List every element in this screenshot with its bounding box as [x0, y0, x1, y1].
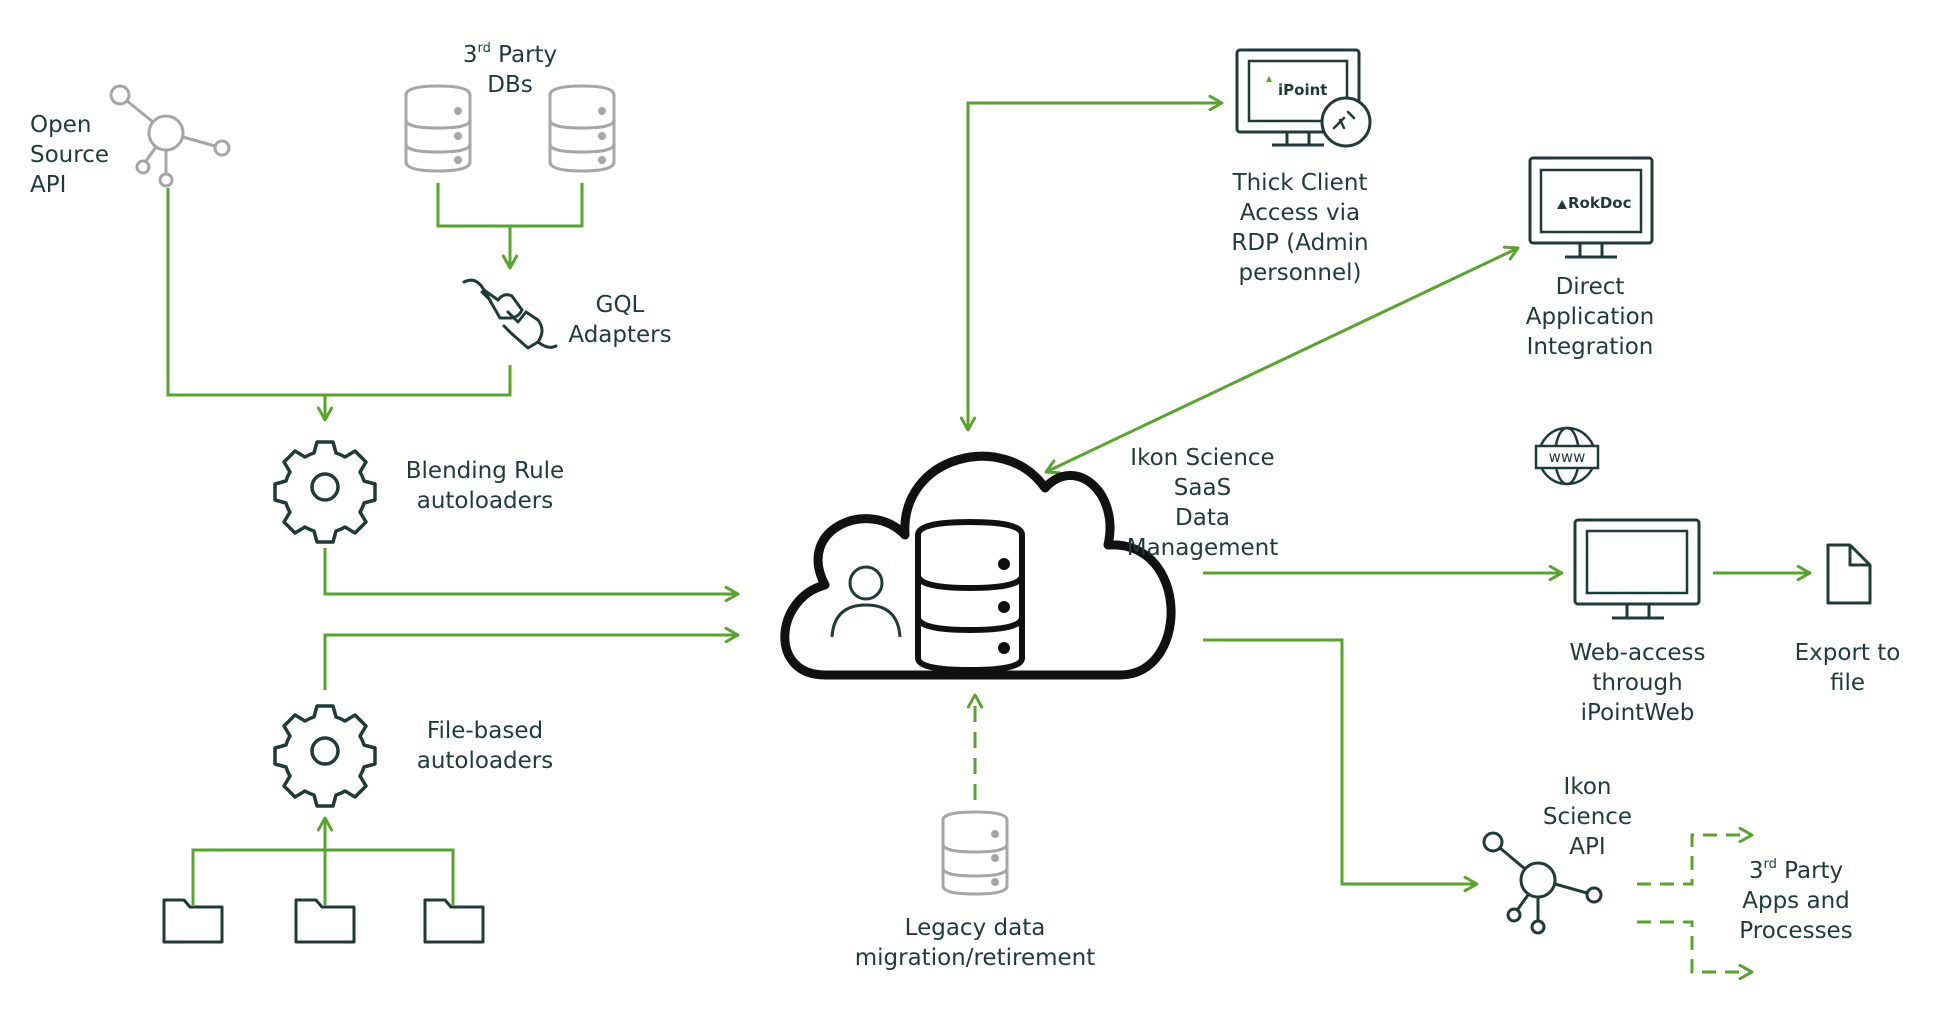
ikon-saas-label: Ikon Science SaaS Data Management	[1126, 445, 1279, 561]
thick-client-label: Thick Client Access via RDP (Admin perso…	[1231, 170, 1369, 286]
file-export-icon	[1826, 543, 1872, 605]
connectors	[166, 103, 1810, 972]
blending-rule-label: Blending Rule autoloaders	[405, 458, 565, 514]
third-party-dbs-label: 3rd Party DBs	[462, 41, 558, 98]
ikon-science-api-label: Ikon Science API	[1542, 774, 1633, 860]
open-source-api-icon	[109, 84, 231, 188]
export-to-file-label: Export to file	[1794, 640, 1901, 696]
gql-adapters-label: GQL Adapters	[568, 292, 672, 348]
file-based-label: File-based autoloaders	[416, 718, 554, 774]
connector-cloud-rokdoc	[1046, 248, 1518, 472]
ikon-api-network-icon	[1482, 831, 1603, 935]
direct-application-label: Direct Application Integration	[1525, 274, 1655, 360]
rokdoc-monitor-icon: RokDoc	[1528, 156, 1654, 259]
ipoint-monitor-icon: iPoint	[1235, 48, 1372, 148]
rokdoc-logo-text: RokDoc	[1568, 194, 1631, 212]
plug-adapter-icon	[462, 278, 558, 350]
web-access-label: Web-access through iPointWeb	[1569, 640, 1706, 726]
cloud-icon	[780, 451, 1176, 680]
third-party-db-icon-2	[548, 84, 616, 173]
third-party-db-icon-1	[404, 84, 472, 173]
connector-api-apps-bottom	[1637, 920, 1752, 972]
connector-cloud-ikon-api	[1203, 638, 1477, 884]
connector-open-source-to-blending	[166, 188, 325, 420]
www-globe-icon: www	[1534, 426, 1600, 486]
folder-icon-3	[423, 898, 485, 944]
connector-cloud-thick-client	[968, 103, 1222, 430]
blending-gear-icon	[273, 440, 377, 544]
legacy-data-label: Legacy data migration/retirement	[854, 915, 1096, 971]
open-source-api-label: Open Source API	[30, 112, 109, 198]
connector-blending-to-cloud	[323, 548, 738, 594]
www-text: www	[1549, 448, 1586, 466]
connector-gql-to-blending	[325, 365, 512, 397]
connector-dbs-join	[436, 183, 584, 228]
legacy-database-icon	[941, 810, 1009, 896]
user-icon	[830, 565, 902, 638]
connector-api-apps-top	[1637, 835, 1752, 886]
folder-icon-2	[294, 898, 356, 944]
folder-icon-1	[162, 898, 224, 944]
third-party-apps-label: 3rd Party Apps and Processes	[1739, 857, 1853, 944]
ipoint-logo-text: iPoint	[1278, 81, 1327, 99]
central-database-icon	[915, 518, 1025, 674]
connector-folders-join	[191, 848, 455, 905]
connector-filebased-to-cloud	[323, 635, 738, 690]
web-monitor-icon	[1573, 518, 1701, 620]
filebased-gear-icon	[273, 704, 377, 808]
